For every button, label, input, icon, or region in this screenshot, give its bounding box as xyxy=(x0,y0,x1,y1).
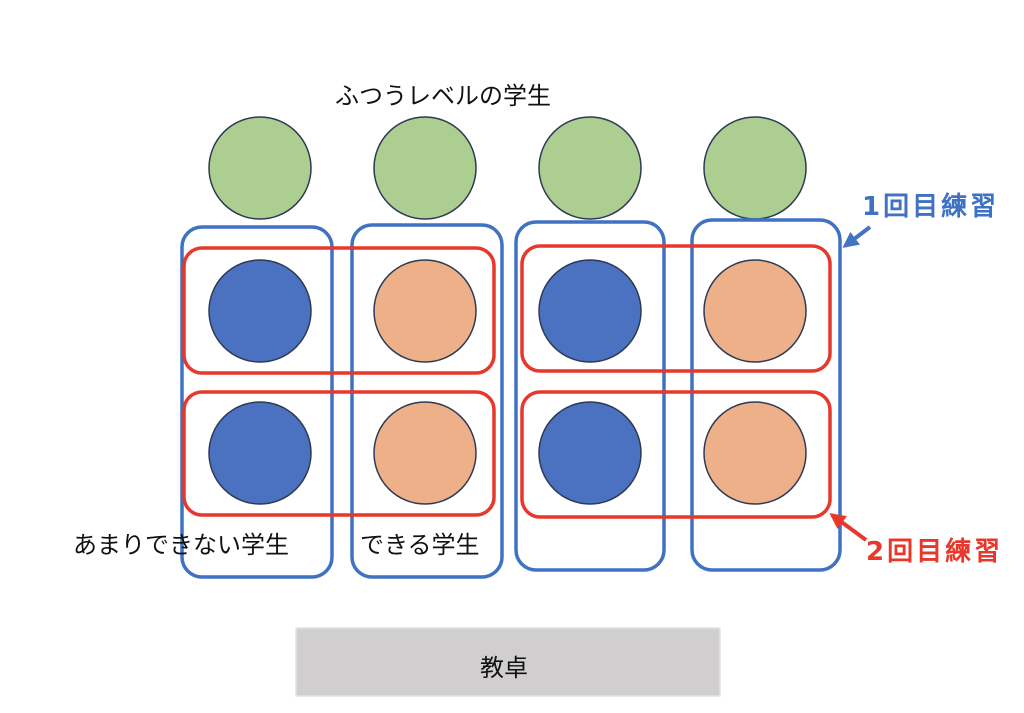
second-practice-group xyxy=(520,390,832,519)
second-practice-label: 2回目練習 xyxy=(866,537,1004,567)
student-normal xyxy=(208,116,312,220)
student-weak xyxy=(208,401,312,505)
student-strong xyxy=(703,259,807,363)
student-weak xyxy=(208,259,312,363)
normal-students-label: ふつうレベルの学生 xyxy=(335,82,551,110)
student-normal xyxy=(373,116,477,220)
teacher-desk xyxy=(295,627,721,697)
second-practice-group xyxy=(520,244,832,373)
weak-students-label: あまりできない学生 xyxy=(73,531,289,559)
student-strong xyxy=(373,259,477,363)
first-practice-group xyxy=(690,218,842,572)
first-practice-arrow xyxy=(842,225,872,248)
student-weak xyxy=(538,259,642,363)
first-practice-label: 1回目練習 xyxy=(862,192,1000,222)
teacher-desk-label: 教卓 xyxy=(480,654,528,682)
second-practice-group xyxy=(182,390,496,517)
second-practice-arrow xyxy=(829,513,868,542)
first-practice-group xyxy=(180,225,334,579)
student-weak xyxy=(538,401,642,505)
strong-students-label: できる学生 xyxy=(360,531,480,559)
second-practice-group xyxy=(182,246,496,375)
student-normal xyxy=(538,116,642,220)
first-practice-group xyxy=(350,223,504,579)
first-practice-group xyxy=(514,220,666,572)
student-strong xyxy=(703,401,807,505)
student-normal xyxy=(703,116,807,220)
student-strong xyxy=(373,401,477,505)
